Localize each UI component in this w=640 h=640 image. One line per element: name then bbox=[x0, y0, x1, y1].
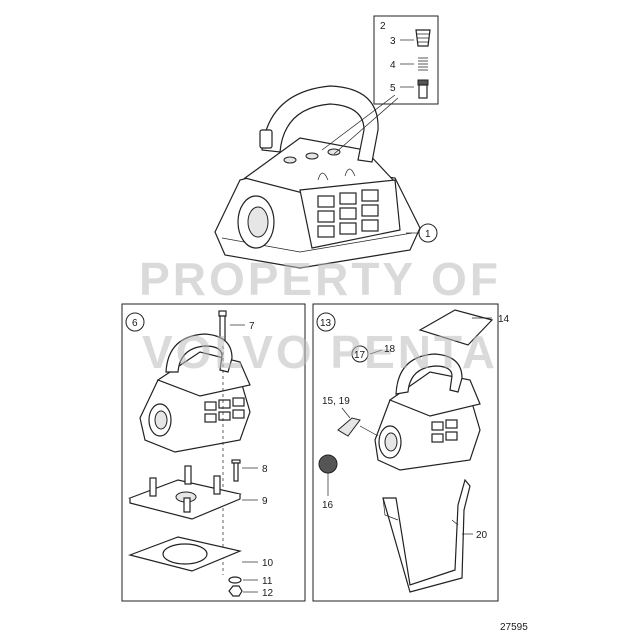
watermark-line-2: VOLVO PENTA bbox=[142, 326, 498, 378]
callout-13: 13 bbox=[320, 318, 332, 329]
callout-17: 17 bbox=[354, 350, 366, 361]
callout-18: 18 bbox=[384, 344, 396, 355]
callout-4: 4 bbox=[390, 60, 396, 71]
callout-9: 9 bbox=[262, 496, 268, 507]
callout-16: 16 bbox=[322, 500, 334, 511]
callout-12: 12 bbox=[262, 588, 274, 599]
callout-10: 10 bbox=[262, 558, 274, 569]
drawing-number: 27595 bbox=[500, 622, 528, 633]
callout-14: 14 bbox=[498, 314, 510, 325]
callout-labels: 2 3 4 5 1 6 7 8 9 10 11 12 13 14 15, 19 … bbox=[132, 21, 528, 633]
callout-3: 3 bbox=[390, 36, 396, 47]
callout-15-19: 15, 19 bbox=[322, 396, 350, 407]
button-panel bbox=[317, 189, 379, 238]
main-control-unit bbox=[214, 85, 421, 269]
callout-6: 6 bbox=[132, 318, 138, 329]
callout-7: 7 bbox=[249, 321, 255, 332]
callout-20: 20 bbox=[476, 530, 488, 541]
callout-8: 8 bbox=[262, 464, 268, 475]
panel-6-single-lever bbox=[121, 303, 306, 602]
callout-2: 2 bbox=[380, 21, 386, 32]
callout-5: 5 bbox=[390, 83, 396, 94]
watermark-line-1: PROPERTY OF bbox=[139, 253, 501, 305]
panel-13-conversion-kit bbox=[312, 303, 499, 602]
detail-inset-2-5 bbox=[321, 15, 439, 155]
callout-11: 11 bbox=[262, 576, 273, 587]
callout-1: 1 bbox=[425, 229, 431, 240]
